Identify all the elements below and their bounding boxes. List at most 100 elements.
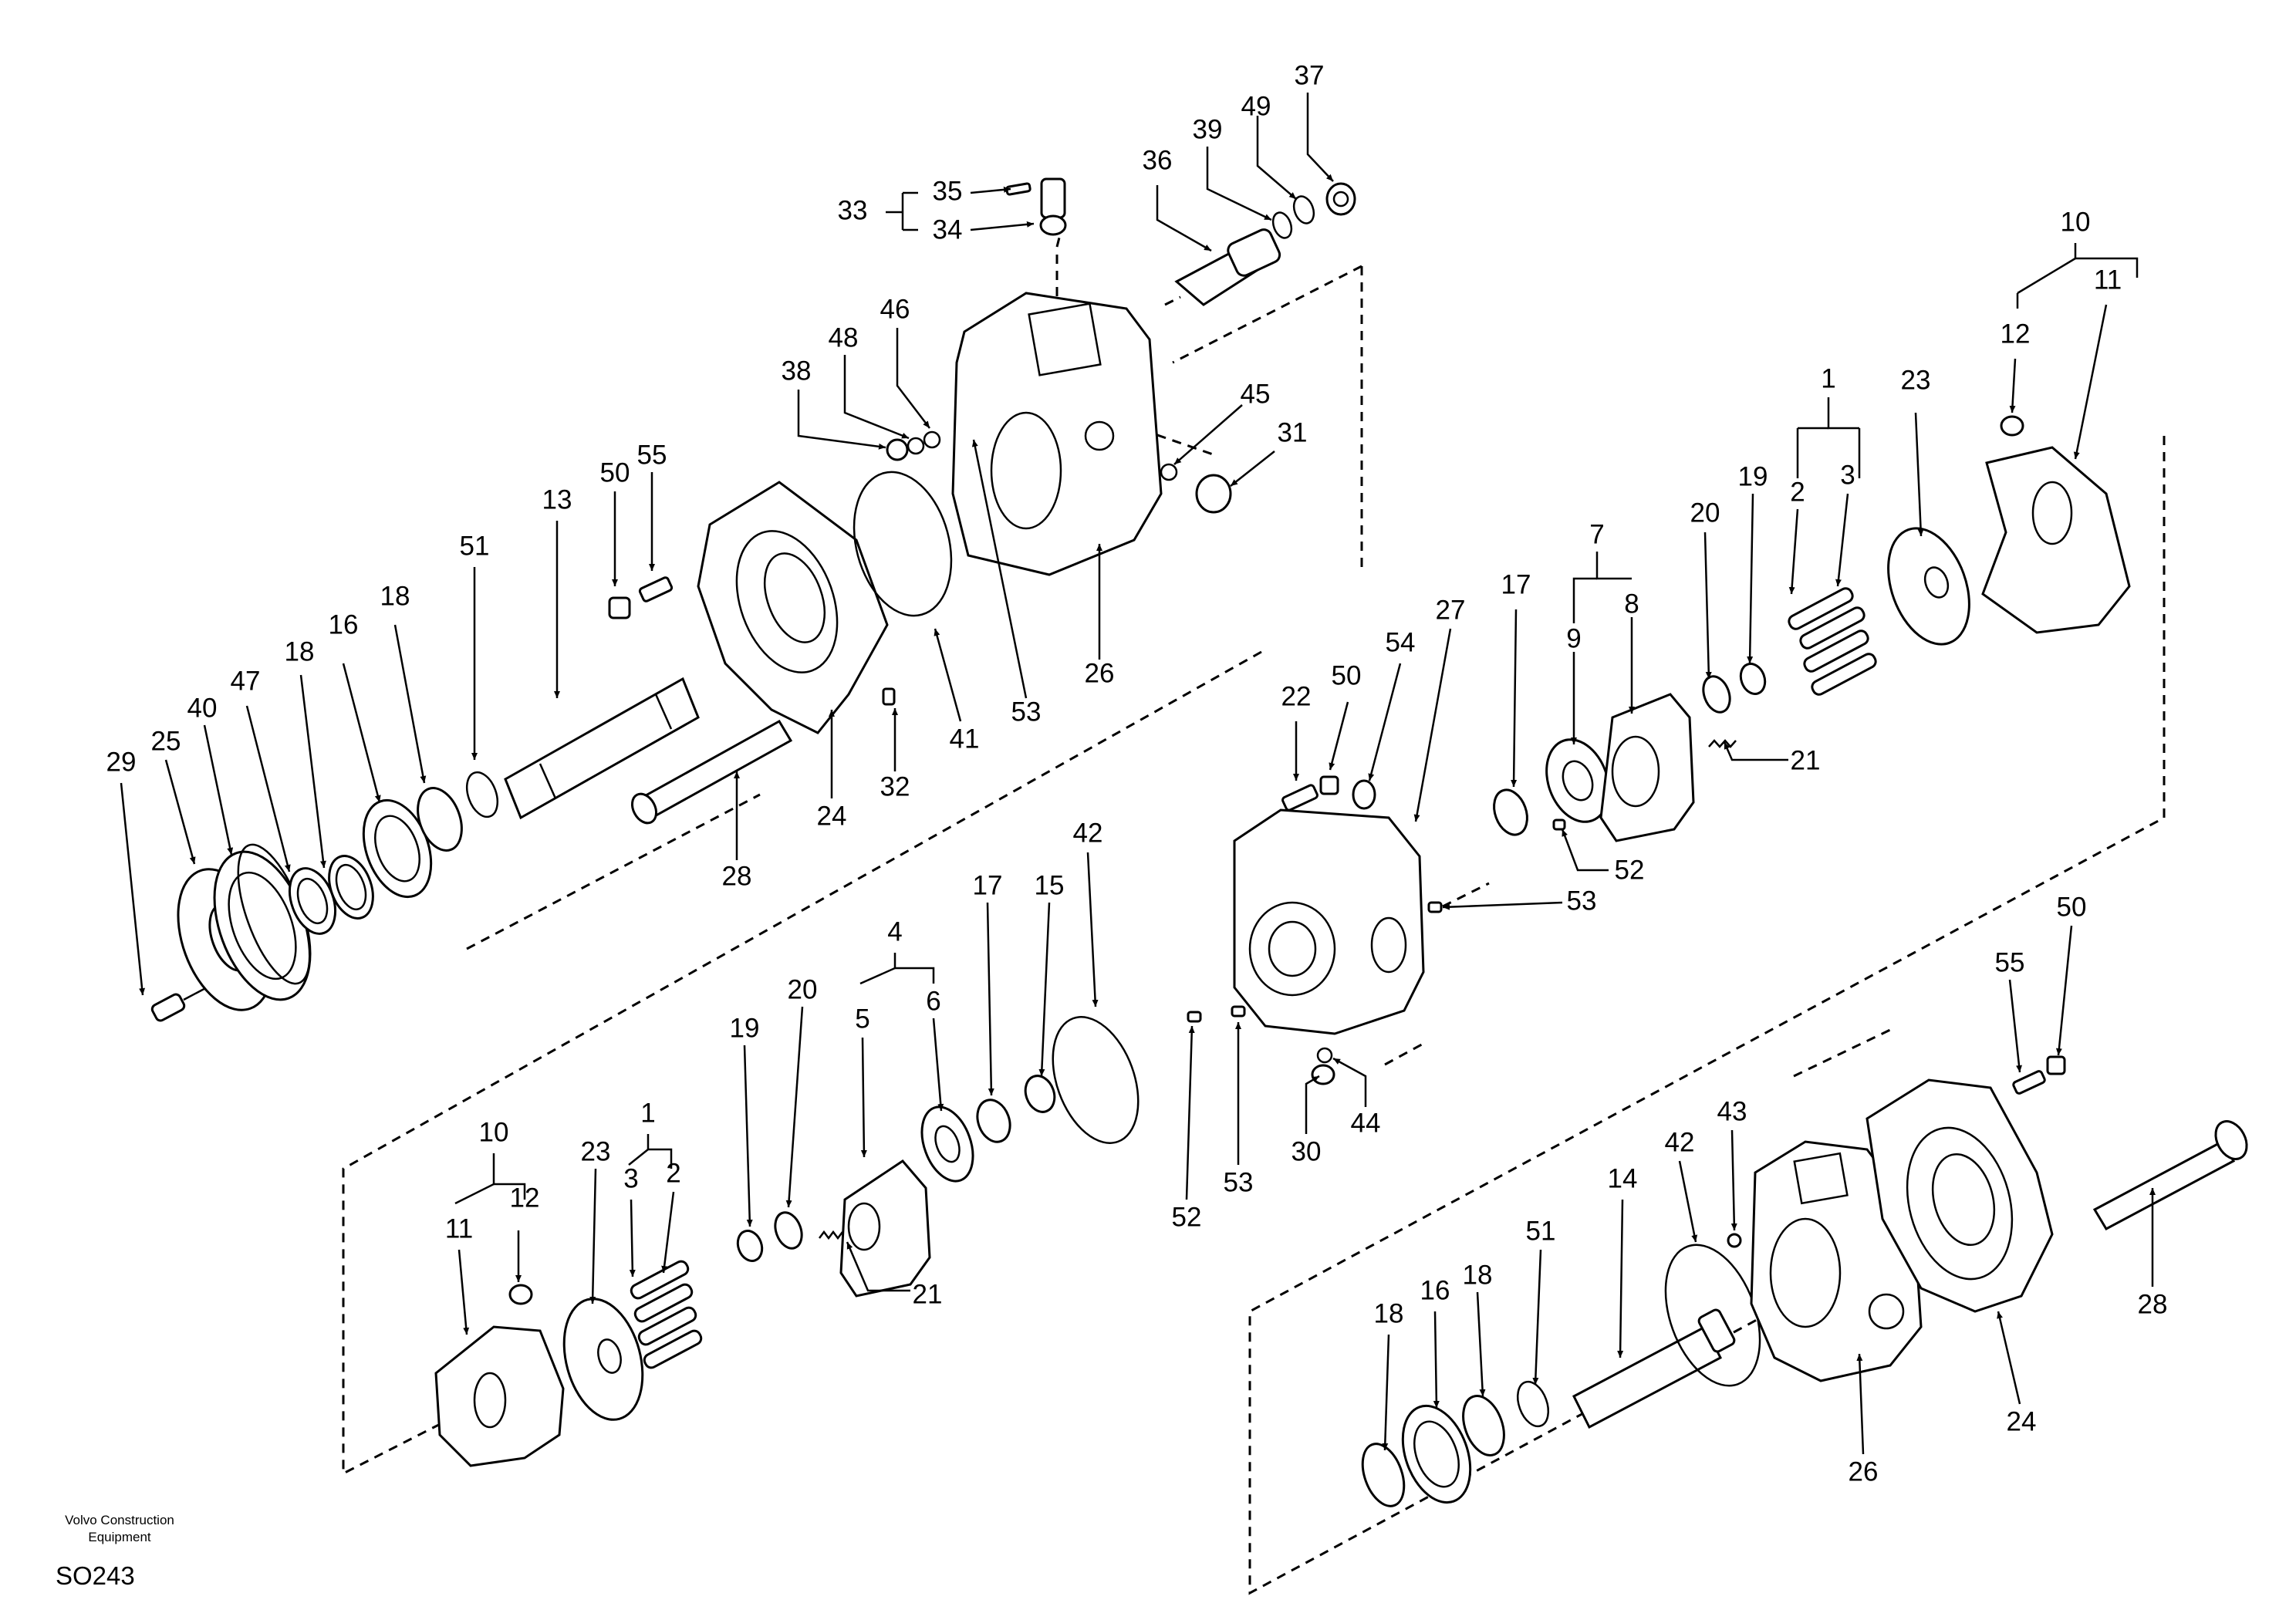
part-31-plug: [1195, 474, 1232, 514]
callout-51: 51: [460, 531, 490, 561]
callout-4: 4: [887, 916, 902, 947]
part-18-seal-d: [1361, 1443, 1406, 1507]
part-43-pin: [1727, 1233, 1742, 1248]
part-53-pin-b: [1427, 901, 1443, 913]
callout-51-b: 51: [1526, 1216, 1556, 1246]
part-6-valve-plate: [920, 1105, 974, 1183]
part-28-bolt-b: [2092, 1120, 2248, 1230]
part-12-pin: [2000, 415, 2024, 437]
part-55-setscrew-b: [2012, 1070, 2046, 1095]
callout-42-b: 42: [1665, 1127, 1695, 1157]
part-51-snap-ring: [465, 771, 499, 818]
part-17-bearing: [1493, 788, 1528, 836]
callout-21: 21: [1791, 745, 1821, 775]
part-50-nut: [608, 596, 631, 619]
part-5-cylinder-block: [839, 1159, 931, 1298]
part-23-plate-b: [562, 1298, 644, 1421]
callout-22: 22: [1281, 681, 1312, 711]
part-23-plate: [1887, 527, 1970, 646]
callout-43: 43: [1717, 1096, 1747, 1126]
part-10-11-swash-plate-b: [434, 1325, 565, 1467]
part-20-washer: [1702, 675, 1731, 714]
callout-15: 15: [1035, 870, 1065, 900]
part-18-seal-b: [328, 855, 374, 920]
callout-50-b: 50: [1332, 660, 1362, 690]
callout-55: 55: [637, 440, 667, 470]
callout-50: 50: [600, 457, 630, 488]
company-line-1: Volvo Construction: [65, 1513, 174, 1527]
part-44-ring: [1316, 1047, 1333, 1064]
callout-53-b: 53: [1567, 886, 1597, 916]
part-41-o-ring: [853, 471, 953, 617]
callout-52-b: 52: [1172, 1202, 1202, 1232]
callout-38: 38: [782, 356, 812, 386]
part-42-o-ring: [1052, 1016, 1140, 1144]
part-16-bearing-b: [1401, 1404, 1472, 1504]
callout-50-c: 50: [2057, 892, 2087, 922]
callout-23: 23: [1901, 365, 1931, 395]
part-13-shaft: [504, 677, 700, 820]
part-38-nut: [886, 438, 909, 461]
part-1-piston-set-b: [630, 1260, 703, 1369]
callout-9: 9: [1566, 623, 1581, 653]
callout-labels: 29 25 40 47 18 16 18 51 13 50 55 28 24 3…: [106, 60, 2168, 1487]
part-30-plug: [1311, 1064, 1335, 1085]
part-8-cylinder-block: [1599, 693, 1695, 842]
callout-36: 36: [1143, 145, 1173, 175]
callout-2-b: 2: [666, 1158, 680, 1188]
part-53-pin-c: [1231, 1005, 1246, 1018]
part-29-bolt: [150, 984, 211, 1022]
part-12-pin-b: [508, 1284, 533, 1305]
callout-42: 42: [1073, 818, 1103, 848]
part-50-nut-b: [1319, 775, 1339, 795]
callout-16-b: 16: [1420, 1275, 1450, 1305]
callout-1-b: 1: [640, 1098, 655, 1128]
callout-55-b: 55: [1995, 947, 2025, 977]
callout-26-b: 26: [1849, 1456, 1879, 1487]
callout-2: 2: [1790, 477, 1805, 507]
callout-24: 24: [817, 801, 847, 831]
callout-20-b: 20: [788, 974, 818, 1004]
callout-3: 3: [1840, 460, 1855, 490]
part-55-setscrew: [638, 576, 674, 602]
part-27-valve-block: [1233, 808, 1425, 1035]
part-54-fitting: [1352, 779, 1376, 810]
callout-19: 19: [1738, 461, 1768, 491]
part-20-washer-b: [774, 1211, 803, 1250]
part-49-ring: [1292, 195, 1315, 224]
callout-52: 52: [1615, 855, 1645, 885]
callout-29: 29: [106, 747, 137, 777]
company-name: Volvo Construction Equipment: [31, 1512, 208, 1546]
part-28-bolt: [630, 719, 793, 825]
callout-14: 14: [1608, 1163, 1638, 1193]
company-line-2: Equipment: [88, 1530, 151, 1544]
callout-37: 37: [1295, 60, 1325, 90]
part-14-shaft: [1572, 1308, 1736, 1429]
leader-lines: [120, 93, 2156, 1455]
part-52-pin-b: [1187, 1011, 1202, 1023]
part-18-seal-c: [417, 787, 463, 852]
callout-8: 8: [1624, 589, 1639, 619]
callout-18-b: 18: [380, 581, 410, 611]
callout-19-b: 19: [730, 1013, 760, 1043]
callout-10-b: 10: [479, 1117, 509, 1147]
part-24-flange: [697, 481, 889, 734]
callout-35: 35: [933, 176, 963, 206]
callout-5: 5: [855, 1004, 869, 1034]
callout-45: 45: [1241, 379, 1271, 409]
callout-53: 53: [1011, 697, 1042, 727]
callout-25: 25: [151, 726, 181, 756]
callout-18-d: 18: [1463, 1260, 1493, 1290]
part-36-spool: [1174, 228, 1281, 306]
callout-28: 28: [722, 861, 752, 891]
callout-1: 1: [1821, 363, 1835, 393]
callout-40: 40: [187, 693, 218, 723]
callout-28-b: 28: [2138, 1289, 2168, 1319]
part-26-housing: [951, 292, 1163, 576]
part-19-bushing: [1739, 663, 1767, 695]
callout-26: 26: [1085, 658, 1115, 688]
callout-46: 46: [880, 294, 910, 324]
callout-10: 10: [2061, 207, 2091, 237]
callout-27: 27: [1436, 595, 1466, 625]
